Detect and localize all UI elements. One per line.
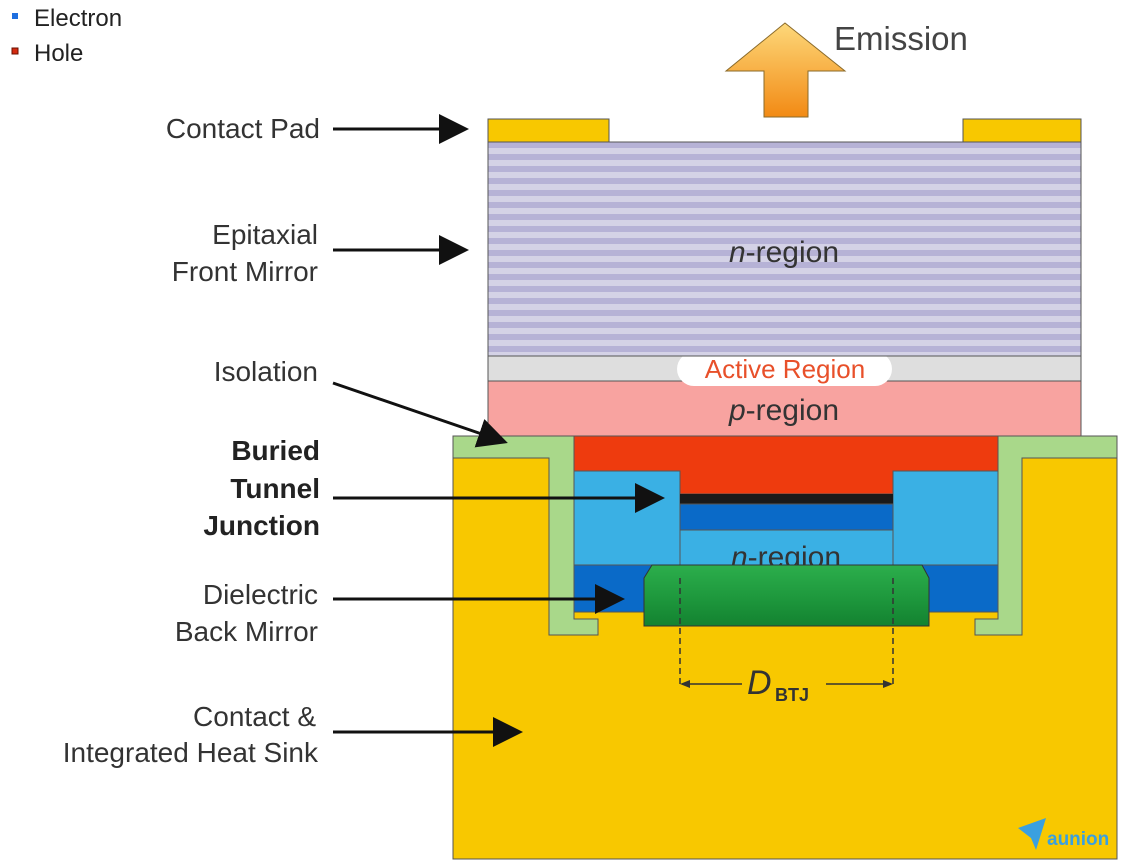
dbtj-label: D xyxy=(747,664,772,702)
epitaxial-label-line1: Epitaxial xyxy=(212,219,318,250)
side-labels: Contact Pad Epitaxial Front Mirror Isola… xyxy=(63,113,320,768)
contact-pad-right xyxy=(962,118,1082,143)
dbtj-right-arrow-icon xyxy=(883,680,893,688)
isolation-label: Isolation xyxy=(214,356,318,387)
dielectric-label-line2: Back Mirror xyxy=(175,616,318,647)
paper-plane-icon xyxy=(1018,818,1046,850)
contact-pad-label: Contact Pad xyxy=(166,113,320,144)
active-region-label: Active Region xyxy=(705,354,865,384)
legend-hole-label: Hole xyxy=(34,40,83,67)
legend: Electron Hole xyxy=(11,5,122,67)
dbtj-dimension: D BTJ xyxy=(679,578,894,705)
hole-swatch xyxy=(11,47,19,55)
emission-arrow: Emission xyxy=(724,20,968,118)
btj-label-line1: Buried xyxy=(231,435,320,466)
logo-text: aunion xyxy=(1047,829,1109,850)
contact-label-line1: Contact & xyxy=(193,701,316,732)
dielectric-back-mirror xyxy=(643,564,930,627)
btj-blue-layer xyxy=(679,503,894,531)
aunion-logo: aunion xyxy=(1018,818,1109,850)
btj-label-line2: Tunnel xyxy=(230,473,320,504)
tunnel-junction-layer xyxy=(680,494,893,504)
epitaxial-front-mirror xyxy=(487,141,1082,357)
active-region-pill xyxy=(677,352,892,386)
legend-electron-label: Electron xyxy=(34,5,122,32)
contact-label-line2: Integrated Heat Sink xyxy=(63,737,319,768)
pointer-arrows xyxy=(332,114,665,747)
isolation-arrow-icon xyxy=(332,381,508,448)
dbtj-left-arrow-icon xyxy=(680,680,690,688)
electron-swatch xyxy=(12,13,18,19)
btj-label-line3: Junction xyxy=(203,510,320,541)
p-region xyxy=(487,380,1082,437)
isolation-right xyxy=(974,435,1118,636)
dielectric-label-line1: Dielectric xyxy=(203,579,318,610)
emission-label: Emission xyxy=(834,20,968,57)
contact-pad-left xyxy=(487,118,610,143)
emission-up-arrow-icon xyxy=(724,22,847,118)
dbtj-subscript: BTJ xyxy=(775,685,809,705)
p-region-label: p-region xyxy=(728,394,839,427)
epitaxial-label-line2: Front Mirror xyxy=(172,256,318,287)
upper-n-region-label: n-region xyxy=(729,236,839,269)
